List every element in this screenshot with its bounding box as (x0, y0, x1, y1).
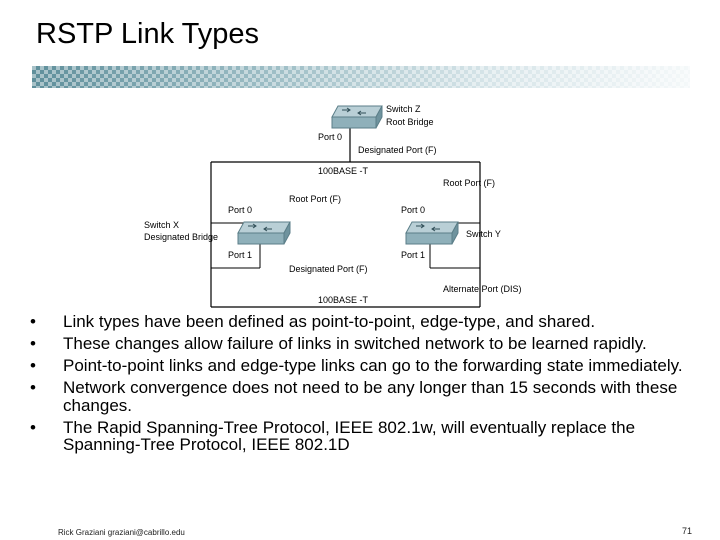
switch-z-name: Switch Z (386, 104, 421, 114)
bullet-item: •Link types have been defined as point-t… (30, 312, 596, 331)
bullet-dot-icon: • (30, 312, 36, 331)
page-number: 71 (681, 526, 692, 536)
bullet-dot-icon: • (30, 417, 36, 437)
bullet-list: •Link types have been defined as point-t… (24, 313, 704, 458)
switch-z-role: Root Bridge (386, 117, 434, 127)
switch-z-port0: Port 0 (318, 132, 342, 142)
bullet-dot-icon: • (30, 378, 36, 397)
title-underline-bar (32, 66, 690, 88)
switch-y-icon (405, 221, 459, 245)
switch-y-port1: Port 1 (401, 250, 425, 260)
designated-port-x-label: Designated Port (F) (289, 264, 368, 274)
switch-y-port0: Port 0 (401, 205, 425, 215)
link-top-label: 100BASE -T (318, 166, 369, 176)
bullet-item: •Network convergence does not need to be… (30, 378, 678, 415)
switch-x-port0: Port 0 (228, 205, 252, 215)
link-bottom-label: 100BASE -T (318, 295, 369, 305)
switch-x-port1: Port 1 (228, 250, 252, 260)
footer-credit: Rick Graziani graziani@cabrillo.edu (58, 528, 185, 537)
switch-x-role: Designated Bridge (144, 232, 218, 242)
bullet-item: •The Rapid Spanning-Tree Protocol, IEEE … (30, 417, 636, 454)
slide-title: RSTP Link Types (36, 18, 259, 50)
switch-z-port0-state: Designated Port (F) (358, 145, 437, 155)
switch-y-name: Switch Y (466, 229, 501, 239)
bullet-item: •These changes allow failure of links in… (30, 334, 647, 353)
bullet-item: •Point-to-point links and edge-type link… (30, 356, 683, 375)
root-port-x-label: Root Port (F) (289, 194, 341, 204)
switch-z-icon (331, 105, 383, 129)
bullet-dot-icon: • (30, 334, 36, 353)
alternate-port-y-label: Alternate Port (DIS) (443, 284, 522, 294)
switch-x-name: Switch X (144, 220, 179, 230)
root-port-y-label: Root Port (F) (443, 178, 495, 188)
bullet-dot-icon: • (30, 356, 36, 375)
switch-x-icon (237, 221, 291, 245)
